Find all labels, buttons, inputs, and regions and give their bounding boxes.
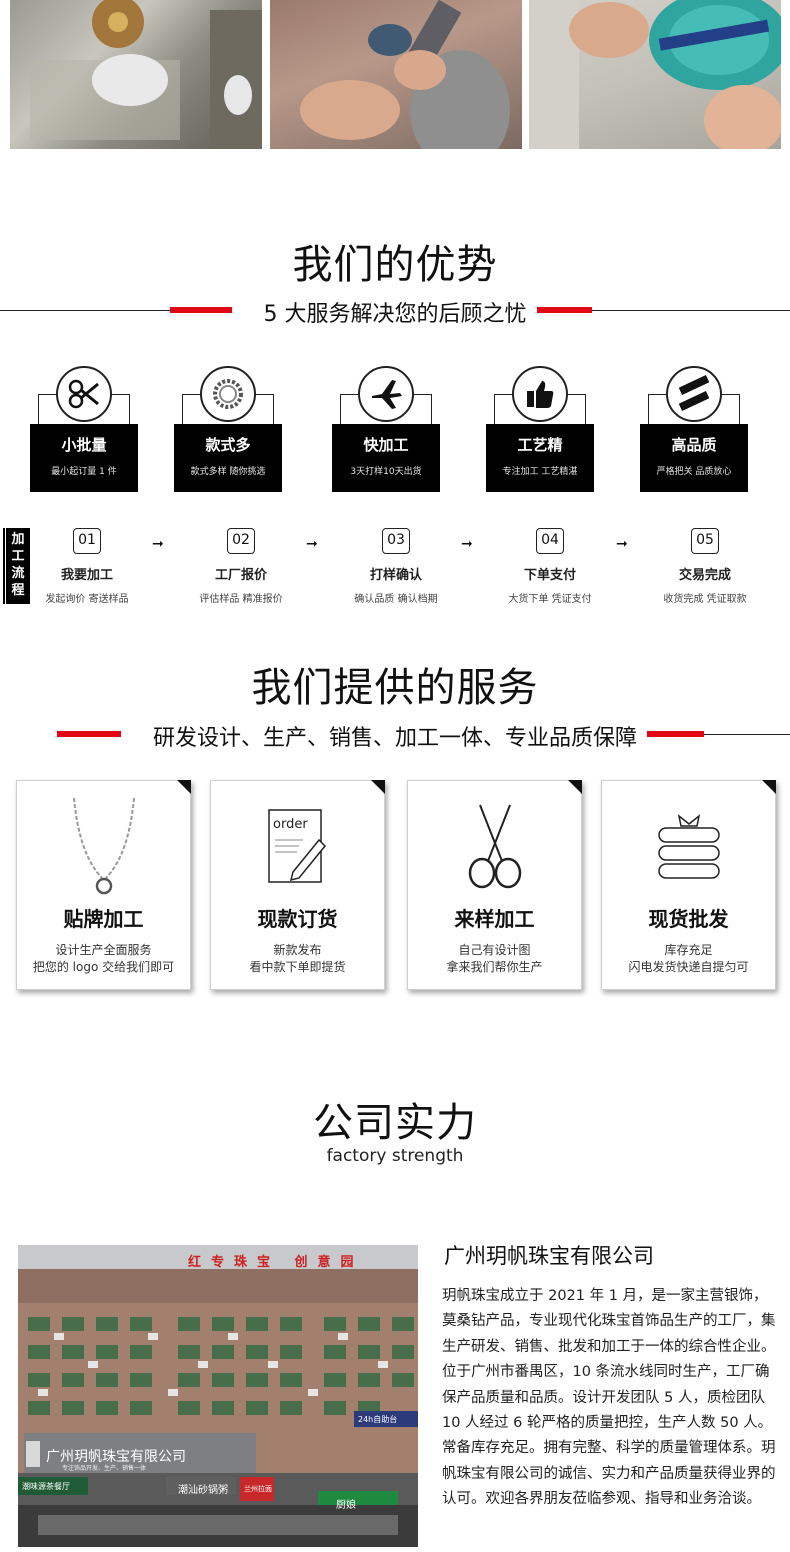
necklace-icon [17, 791, 190, 901]
process-step: 05 交易完成 收货完成 凭证取款 [650, 528, 760, 605]
company-description: 玥帆珠宝成立于 2021 年 1 月，是一家主营银饰，莫桑钻产品，专业现代化珠宝… [442, 1288, 776, 1508]
advantage-desc: 专注加工 工艺精湛 [502, 467, 578, 477]
advantage-label: 款式多 [205, 436, 251, 454]
building-sign: 广州玥帆珠宝有限公司 [46, 1449, 186, 1465]
step-title: 工厂报价 [214, 568, 267, 583]
red-accent-left [170, 307, 232, 313]
service-title: 来样加工 [454, 907, 535, 931]
strength-subtitle: factory strength [326, 1146, 464, 1166]
advantage-desc: 3天打样10天出货 [350, 467, 422, 477]
service-line1: 设计生产全面服务 [55, 943, 152, 957]
divider-line-right [592, 310, 790, 311]
arrow-icon: ➞ [152, 536, 164, 552]
service-title: 现款订货 [257, 907, 338, 931]
advantage-card-small-batch: 小批量最小起订量 1 件 [30, 358, 140, 498]
process-step: 01 我要加工 发起询价 寄送样品 [32, 528, 142, 605]
advantage-card-fast-processing: 快加工 3天打样10天出货 [332, 358, 442, 498]
service-title: 贴牌加工 [63, 907, 144, 931]
chain-icon [200, 366, 256, 422]
shop-sign: 潮汕砂锅粥 [178, 1485, 228, 1496]
photo-grinding [270, 0, 522, 149]
photo-setting [529, 0, 781, 149]
advantage-card-many-styles: 款式多款式多样 随你挑选 [174, 358, 284, 498]
step-number: 02 [227, 528, 255, 554]
step-number: 03 [382, 528, 410, 554]
thumbs-up-icon [512, 366, 568, 422]
service-line1: 库存充足 [664, 943, 713, 957]
advantage-desc: 最小起订量 1 件 [51, 467, 117, 477]
step-desc: 收货完成 凭证取款 [663, 594, 747, 605]
divider-line-left [0, 310, 170, 311]
advantages-title: 我们的优势 [292, 242, 498, 288]
advantage-card-fine-craft: 工艺精专注加工 工艺精湛 [486, 358, 596, 498]
services-subtitle: 研发设计、生产、销售、加工一体、专业品质保障 [142, 726, 647, 751]
step-desc: 评估样品 精准报价 [199, 594, 283, 605]
step-title: 打样确认 [369, 568, 422, 583]
company-name: 广州玥帆珠宝有限公司 [444, 1244, 654, 1268]
step-desc: 大货下单 凭证支付 [508, 594, 592, 605]
advantage-desc: 严格把关 品质放心 [656, 467, 732, 477]
arrow-icon: ➞ [616, 536, 628, 552]
service-card-stock-order: order 现款订货 新款发布 看中款下单即提货 [210, 780, 385, 990]
step-desc: 发起询价 寄送样品 [45, 594, 129, 605]
order-word: order [273, 817, 308, 832]
arrow-icon: ➞ [306, 536, 318, 552]
red-accent-left [57, 731, 121, 737]
process-label: 加工流程 [3, 528, 30, 604]
advantage-label: 小批量 [61, 436, 107, 454]
shop-sign: 潮味源茶餐厅 [22, 1482, 70, 1491]
process-step: 02 工厂报价 评估样品 精准报价 [186, 528, 296, 605]
gift-stack-icon [602, 791, 775, 901]
step-number: 01 [73, 528, 101, 554]
service-line1: 新款发布 [273, 943, 322, 957]
scissors-icon [408, 791, 581, 901]
step-title: 下单支付 [523, 568, 576, 583]
ruler-icon [666, 366, 722, 422]
step-number: 04 [536, 528, 564, 554]
scissors-icon [56, 366, 112, 422]
order-icon: order [211, 791, 384, 901]
service-line2: 看中款下单即提货 [249, 960, 346, 974]
service-line1: 自己有设计图 [458, 943, 531, 957]
airplane-icon [358, 366, 414, 422]
step-title: 我要加工 [60, 568, 113, 583]
shop-sign: 兰州拉面 [244, 1485, 272, 1493]
advantage-label: 工艺精 [517, 436, 563, 454]
roof-sign: 红专珠宝 创意园 [188, 1255, 364, 1270]
service-line2: 闪电发货快递自提匀可 [628, 960, 749, 974]
service-card-sample-processing: 来样加工 自己有设计图 拿来我们帮你生产 [407, 780, 582, 990]
service-title: 现货批发 [648, 907, 729, 931]
step-title: 交易完成 [678, 568, 731, 583]
photo-polishing [10, 0, 262, 149]
service-card-wholesale: 现货批发 库存充足 闪电发货快递自提匀可 [601, 780, 776, 990]
building-sign-sub: 专注饰品开发、生产、销售一体 [62, 1465, 147, 1472]
arrow-icon: ➞ [461, 536, 473, 552]
factory-building-photo: 红专珠宝 创意园 广州玥帆珠宝有限公司 专注饰品开发、生产、销售一体 潮汕砂锅粥… [18, 1245, 418, 1547]
advantages-subtitle: 5 大服务解决您的后顾之忧 [253, 302, 537, 327]
advantages-subtitle-line: 5 大服务解决您的后顾之忧 [0, 296, 790, 327]
process-step: 04 下单支付 大货下单 凭证支付 [495, 528, 605, 605]
shop-sign: 24h自助台 [358, 1415, 398, 1424]
step-desc: 确认品质 确认档期 [354, 594, 438, 605]
services-title: 我们提供的服务 [251, 665, 539, 711]
service-card-oem: 贴牌加工 设计生产全面服务 把您的 logo 交给我们即可 [16, 780, 191, 990]
service-line2: 把您的 logo 交给我们即可 [32, 960, 175, 974]
red-accent-right [530, 307, 592, 313]
divider-line-right [704, 734, 790, 735]
advantage-label: 高品质 [671, 436, 717, 454]
red-accent-right [640, 731, 704, 737]
advantage-card-high-quality: 高品质严格把关 品质放心 [640, 358, 750, 498]
advantage-label: 快加工 [363, 436, 409, 454]
step-number: 05 [691, 528, 719, 554]
process-step: 03 打样确认 确认品质 确认档期 [341, 528, 451, 605]
advantage-desc: 款式多样 随你挑选 [190, 467, 266, 477]
strength-title: 公司实力 [313, 1100, 477, 1146]
services-subtitle-line: 研发设计、生产、销售、加工一体、专业品质保障 [0, 720, 790, 751]
shop-sign: 厨娘 [336, 1500, 356, 1511]
service-line2: 拿来我们帮你生产 [446, 960, 543, 974]
